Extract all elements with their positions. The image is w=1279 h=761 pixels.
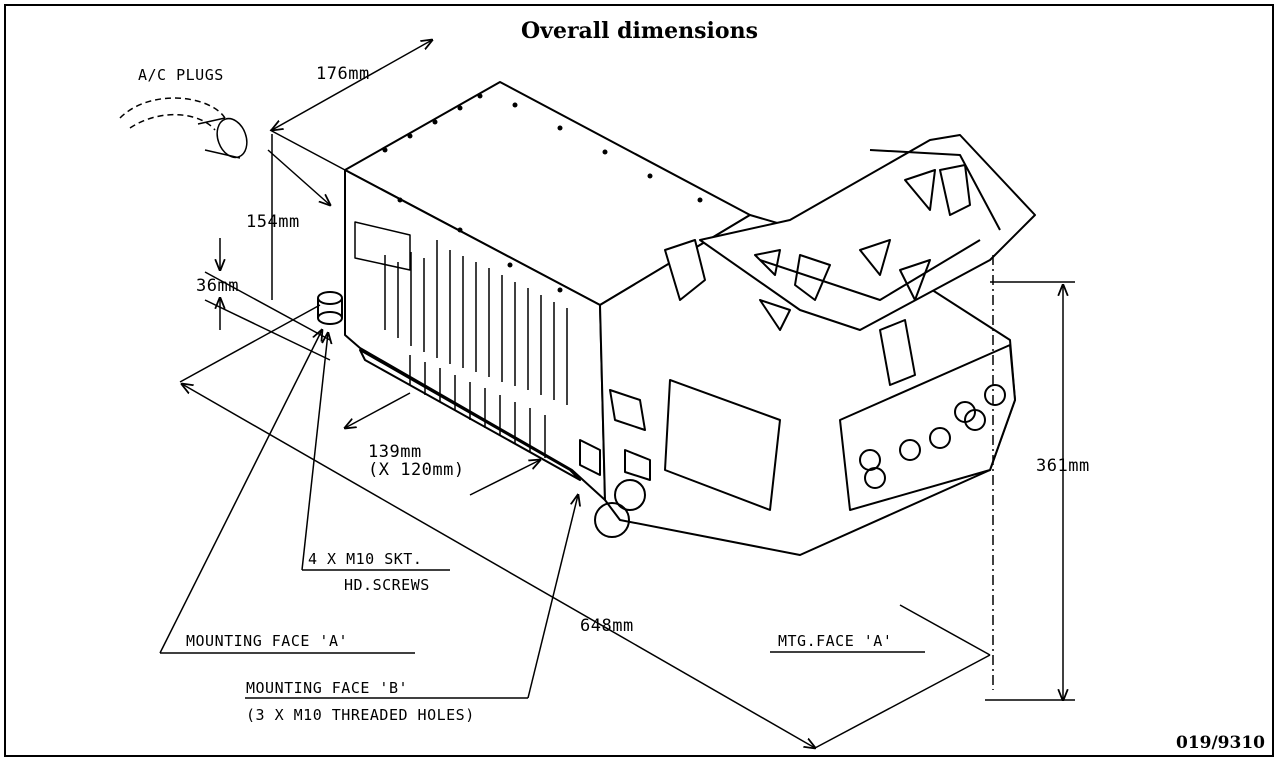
mount-spacing-secondary: (X 120mm) [368, 460, 465, 480]
mount-spacing-dimension: 139mm [368, 442, 422, 462]
connector-panel [839, 344, 1016, 511]
diagram-title: Overall dimensions [521, 18, 758, 44]
mtg-face-a-label: MTG.FACE 'A' [778, 632, 893, 650]
ac-plug-sketch [119, 97, 248, 159]
drawing-frame [4, 4, 1274, 757]
width-dimension: 176mm [316, 64, 370, 84]
screws-label: 4 X M10 SKT. [308, 550, 423, 568]
mounting-face-b-holes: (3 X M10 THREADED HOLES) [246, 706, 475, 724]
mounting-face-a-label: MOUNTING FACE 'A' [186, 632, 349, 650]
foot-dimension: 36mm [196, 276, 239, 296]
mounting-frame [699, 134, 1036, 331]
drawing-reference: 019/9310 [1175, 733, 1265, 753]
screws-label-2: HD.SCREWS [344, 576, 430, 594]
ac-plugs-label: A/C PLUGS [138, 66, 224, 84]
length-dimension: 648mm [580, 616, 634, 636]
mounting-face-b-label: MOUNTING FACE 'B' [246, 679, 409, 697]
total-height-dimension: 361mm [1036, 456, 1090, 476]
height-dimension: 154mm [246, 212, 300, 232]
